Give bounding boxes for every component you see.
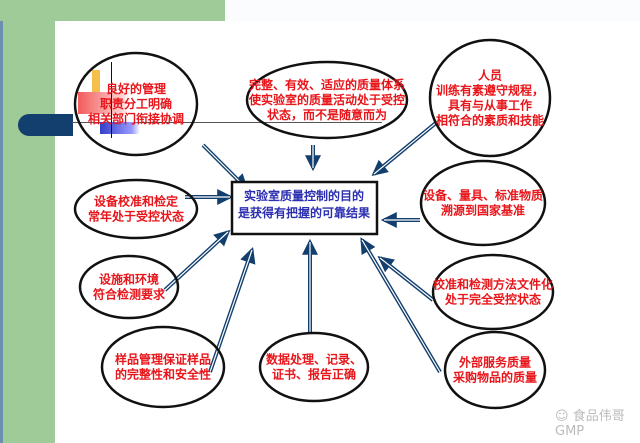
node-text: 良好的管理 bbox=[106, 81, 166, 96]
svg-text:样品管理保证样品的完整性和安全性: 样品管理保证样品的完整性和安全性 bbox=[115, 352, 211, 382]
slide-title-pill bbox=[18, 114, 73, 136]
node-text: 证书、报告正确 bbox=[272, 367, 356, 382]
node-ellipse bbox=[428, 38, 552, 158]
svg-text:良好的管理职责分工明确相关部门衔接协调: 良好的管理职责分工明确相关部门衔接协调 bbox=[88, 81, 184, 126]
node-ellipse bbox=[73, 178, 199, 240]
node-text: 外部服务质量 bbox=[459, 355, 531, 370]
deco-yellow bbox=[92, 70, 100, 92]
arrow bbox=[163, 229, 231, 292]
node-text: 使实验室的质量活动处于受控 bbox=[248, 92, 405, 107]
node-ellipse bbox=[245, 60, 409, 140]
node-text: 训练有素遵守规程， bbox=[436, 83, 544, 98]
node-text: 相关部门衔接协调 bbox=[88, 111, 184, 126]
deco-blue bbox=[100, 122, 140, 134]
node-text: 相符合的素质和技能 bbox=[436, 113, 544, 128]
svg-text:设施和环境符合检测要求: 设施和环境符合检测要求 bbox=[93, 272, 166, 302]
svg-text:设备校准和检定常年处于受控状态: 设备校准和检定常年处于受控状态 bbox=[88, 194, 184, 224]
node-text: 完整、有效、适应的质量体系 bbox=[249, 77, 405, 92]
slide-top-band bbox=[0, 0, 225, 21]
node-text: 常年处于受控状态 bbox=[88, 209, 184, 224]
node-ellipse bbox=[443, 330, 547, 410]
svg-text:数据处理、记录、证书、报告正确: 数据处理、记录、证书、报告正确 bbox=[266, 352, 362, 382]
arrow bbox=[360, 237, 442, 374]
svg-text:校准和检测方法文件化处于完全受控状态: 校准和检测方法文件化处于完全受控状态 bbox=[433, 277, 553, 307]
factor-node: 样品管理保证样品的完整性和安全性 bbox=[100, 325, 226, 409]
factor-node: 设备校准和检定常年处于受控状态 bbox=[73, 178, 199, 240]
node-text: 状态，而不是随意而为 bbox=[267, 107, 387, 122]
factor-node: 设备、量具、标准物质溯源到国家基准 bbox=[419, 159, 547, 247]
svg-text:实验室质量控制的目的是获得有把握的可靠结果: 实验室质量控制的目的是获得有把握的可靠结果 bbox=[237, 188, 370, 220]
node-text: 溯源到国家基准 bbox=[441, 203, 525, 218]
center-text: 是获得有把握的可靠结果 bbox=[237, 205, 370, 220]
node-ellipse bbox=[419, 159, 547, 247]
node-text: 采购物品的质量 bbox=[452, 370, 537, 385]
node-text: 设备校准和检定 bbox=[94, 194, 178, 209]
factor-node: 外部服务质量采购物品的质量 bbox=[443, 330, 547, 410]
deco-red bbox=[78, 92, 130, 114]
node-ellipse bbox=[100, 325, 226, 409]
deco-line bbox=[111, 62, 112, 138]
svg-text:外部服务质量采购物品的质量: 外部服务质量采购物品的质量 bbox=[452, 355, 537, 385]
node-text: 具有与从事工作 bbox=[448, 98, 532, 113]
slide-edge bbox=[0, 0, 3, 443]
svg-text:完整、有效、适应的质量体系使实验室的质量活动处于受控状态，而: 完整、有效、适应的质量体系使实验室的质量活动处于受控状态，而不是随意而为 bbox=[248, 77, 405, 122]
watermark: ☺ 食品伟哥GMP bbox=[555, 409, 625, 439]
node-ellipse bbox=[78, 254, 180, 320]
node-text: 的完整性和安全性 bbox=[115, 367, 211, 382]
factor-node: 校准和检测方法文件化处于完全受控状态 bbox=[431, 253, 555, 331]
node-text: 设施和环境 bbox=[99, 272, 159, 287]
slide-sidebar-green bbox=[0, 0, 55, 443]
node-text: 设备、量具、标准物质 bbox=[423, 188, 543, 203]
node-text: 职责分工明确 bbox=[100, 96, 172, 111]
node-text: 校准和检测方法文件化 bbox=[433, 277, 553, 292]
svg-text:设备、量具、标准物质溯源到国家基准: 设备、量具、标准物质溯源到国家基准 bbox=[423, 188, 543, 218]
svg-text:人员训练有素遵守规程，具有与从事工作相符合的素质和技能: 人员训练有素遵守规程，具有与从事工作相符合的素质和技能 bbox=[436, 68, 544, 128]
node-text: 人员 bbox=[478, 68, 502, 83]
node-text: 数据处理、记录、 bbox=[266, 352, 362, 367]
wechat-icon: ☺ bbox=[555, 409, 573, 424]
center-text: 实验室质量控制的目的 bbox=[244, 188, 364, 203]
factor-node: 良好的管理职责分工明确相关部门衔接协调 bbox=[73, 51, 199, 157]
node-text: 符合检测要求 bbox=[93, 287, 166, 302]
factor-node: 数据处理、记录、证书、报告正确 bbox=[258, 331, 370, 403]
factor-node: 设施和环境符合检测要求 bbox=[78, 254, 180, 320]
node-text: 样品管理保证样品 bbox=[115, 352, 211, 367]
arrow bbox=[377, 256, 435, 302]
slide-divider bbox=[72, 122, 382, 123]
center-goal-box: 实验室质量控制的目的是获得有把握的可靠结果 bbox=[230, 180, 379, 236]
node-ellipse bbox=[73, 51, 199, 157]
factor-node: 完整、有效、适应的质量体系使实验室的质量活动处于受控状态，而不是随意而为 bbox=[245, 60, 409, 140]
node-ellipse bbox=[431, 253, 555, 331]
node-text: 处于完全受控状态 bbox=[444, 292, 541, 307]
node-ellipse bbox=[258, 331, 370, 403]
arrow bbox=[208, 246, 256, 373]
factor-node: 人员训练有素遵守规程，具有与从事工作相符合的素质和技能 bbox=[428, 38, 552, 158]
arrow bbox=[371, 120, 439, 177]
